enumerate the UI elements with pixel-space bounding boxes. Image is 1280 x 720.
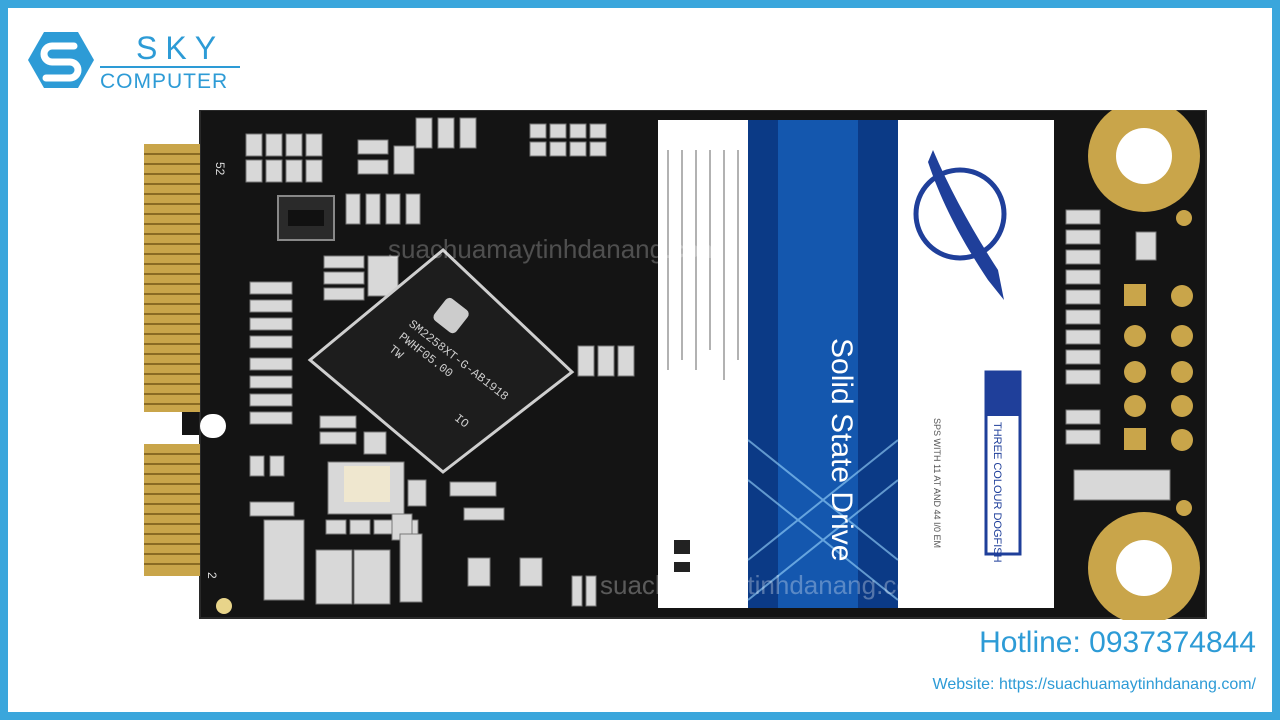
mounting-holes	[1088, 110, 1200, 620]
smd-components	[245, 117, 635, 607]
msata-ssd-board: 52 2	[144, 110, 1207, 620]
hotline-text: Hotline: 0937374844	[979, 626, 1256, 659]
controller-chip: SM2258XT-G-AB PWHF05.00 TW 1918 IO	[307, 247, 575, 474]
pin-label-bottom: 2	[205, 572, 219, 579]
gold-contacts-lower	[144, 444, 200, 576]
gold-contacts-upper	[144, 144, 200, 412]
label-subtext: SPS WITH 11 AT AND 44 I/0 EM	[932, 418, 942, 548]
chip-code-2: IO	[451, 411, 471, 431]
logo-computer-text: COMPUTER	[100, 70, 229, 93]
dogfish-logo-icon	[913, 150, 1007, 300]
label-brand: THREE COLOUR DOGFISH	[991, 422, 1003, 563]
website-text: Website: https://suachuamaytinhdanang.co…	[932, 676, 1256, 693]
label-title: Solid State Drive	[825, 338, 858, 561]
product-label: Solid State Drive THREE COLOUR DOGFISH S…	[658, 120, 1054, 608]
watermark-lower: suachuamaytinhdanang.com	[600, 570, 932, 600]
sky-computer-logo: SKY COMPUTER	[28, 30, 248, 96]
pin-label-top: 52	[213, 162, 227, 176]
logo-s-icon	[28, 32, 94, 88]
logo-divider	[100, 66, 240, 68]
watermark-upper: suachuamaytinhdanang.com	[388, 234, 720, 264]
logo-sky-text: SKY	[136, 30, 225, 66]
